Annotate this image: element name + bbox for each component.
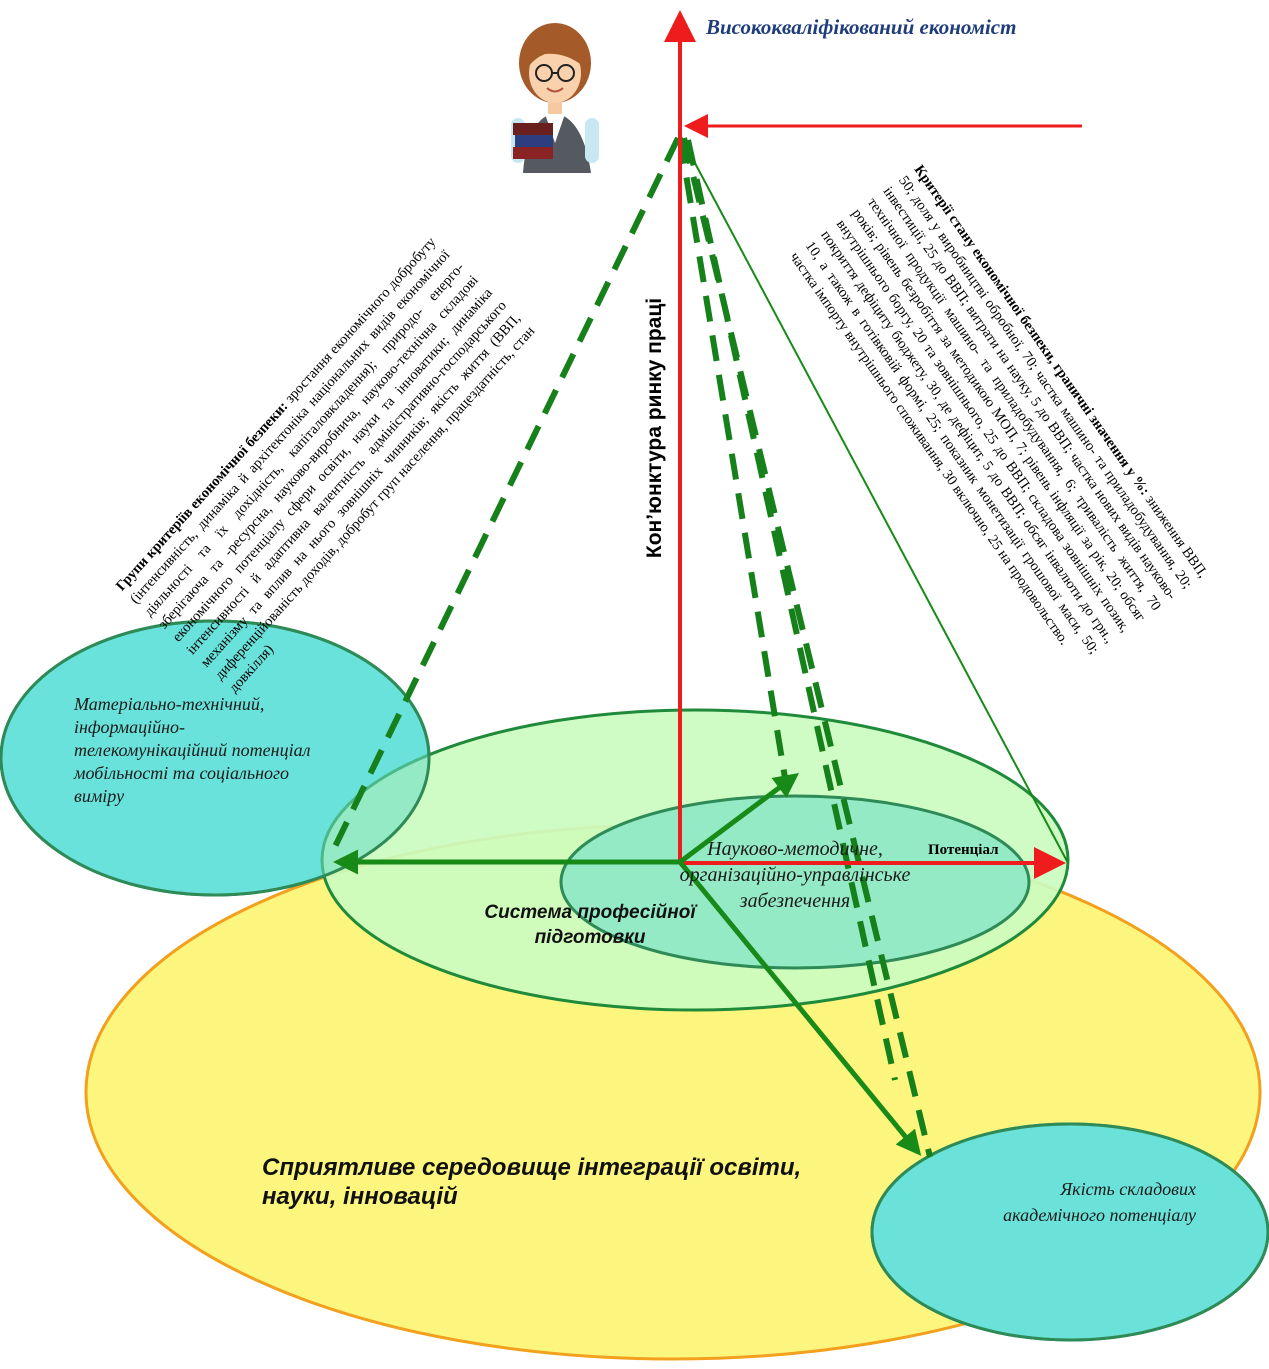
left-ellipse-label: Матеріально-технічний, інформаційно-теле… bbox=[74, 694, 311, 806]
cone-thin-line bbox=[679, 134, 1069, 864]
right-ellipse-label: Якість складових академічного потенціалу bbox=[1003, 1179, 1196, 1225]
left-ellipse-teal bbox=[0, 619, 431, 897]
center-ellipse-label: Система професійної підготовки bbox=[484, 902, 696, 948]
top-ellipse-label: Науково-методичне, організаційно-управлі… bbox=[679, 838, 911, 912]
woman-with-books-icon bbox=[511, 23, 599, 173]
right-ellipse-teal bbox=[870, 1122, 1269, 1342]
horizontal-axis-label: Потенціал bbox=[928, 842, 999, 858]
diagram-title: Висококваліфікований економіст bbox=[706, 15, 1017, 39]
outer-ellipse-label: Сприятливе середовище інтеграції освіти,… bbox=[262, 1154, 802, 1210]
potential-arrows bbox=[333, 773, 922, 1156]
dashed-projection-lines bbox=[327, 136, 933, 1158]
